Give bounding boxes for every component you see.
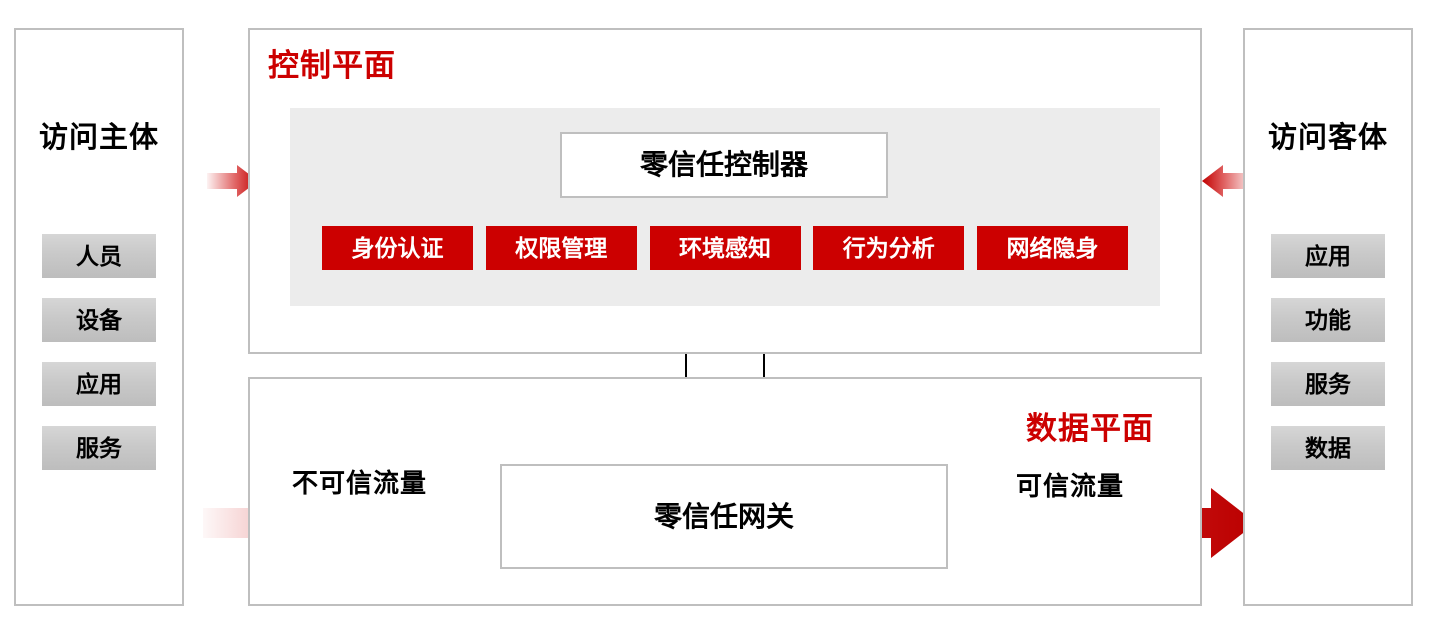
untrusted-traffic-label: 不可信流量: [292, 468, 428, 498]
trusted-traffic-label: 可信流量: [1016, 471, 1125, 501]
access-subject-panel: 访问主体 人员 设备 应用 服务: [14, 28, 184, 606]
object-item-data[interactable]: 数据: [1271, 426, 1385, 470]
subject-item-application[interactable]: 应用: [42, 362, 156, 406]
object-item-application[interactable]: 应用: [1271, 234, 1385, 278]
access-object-title: 访问客体: [1267, 122, 1388, 154]
access-subject-title: 访问主体: [38, 122, 159, 154]
object-item-service[interactable]: 服务: [1271, 362, 1385, 406]
access-subject-item-list: 人员 设备 应用 服务: [42, 234, 156, 490]
capability-environment-awareness[interactable]: 环境感知: [649, 226, 801, 270]
capability-behavior-analysis[interactable]: 行为分析: [813, 226, 965, 270]
capability-network-stealth[interactable]: 网络隐身: [977, 226, 1128, 270]
zero-trust-gateway-box[interactable]: 零信任网关: [500, 464, 948, 569]
control-plane-title: 控制平面: [268, 48, 396, 83]
object-item-function[interactable]: 功能: [1271, 298, 1385, 342]
zero-trust-controller-box[interactable]: 零信任控制器: [560, 132, 888, 198]
subject-item-personnel[interactable]: 人员: [42, 234, 156, 278]
access-object-panel: 访问客体 应用 功能 服务 数据: [1243, 28, 1413, 606]
capability-permission-management[interactable]: 权限管理: [485, 226, 637, 270]
subject-item-device[interactable]: 设备: [42, 298, 156, 342]
access-object-item-list: 应用 功能 服务 数据: [1271, 234, 1385, 490]
capability-identity-authentication[interactable]: 身份认证: [322, 226, 473, 270]
subject-item-service[interactable]: 服务: [42, 426, 156, 470]
capability-button-row: 身份认证 权限管理 环境感知 行为分析 网络隐身: [322, 226, 1128, 270]
data-plane-title: 数据平面: [1026, 411, 1154, 446]
